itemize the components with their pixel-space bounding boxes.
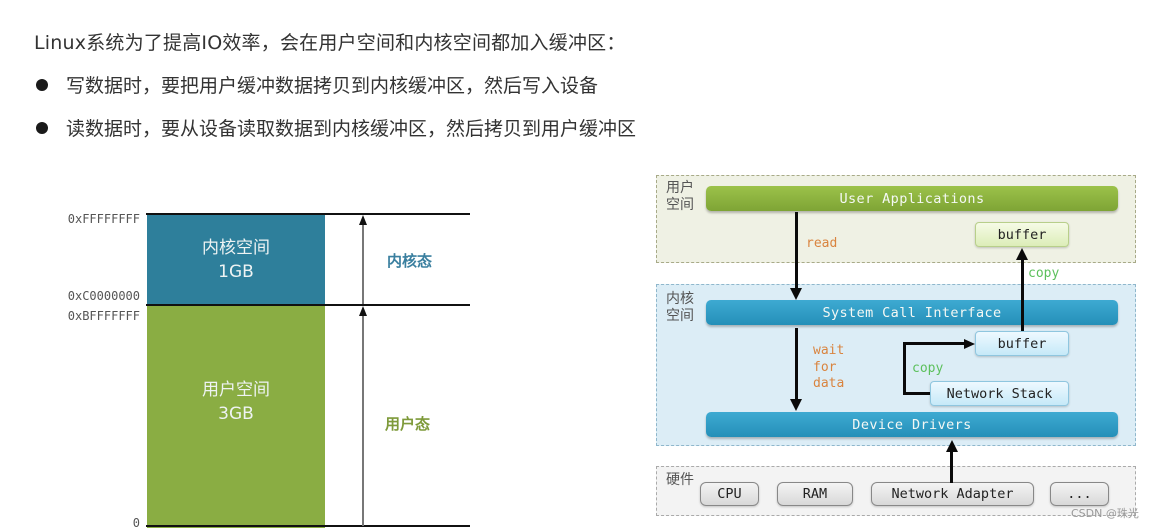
address-user-end: 0xBFFFFFFF [67,309,140,323]
arrow-down-icon [790,288,802,300]
user-applications-bar: User Applications [706,186,1118,211]
read-arrow-line [795,212,798,290]
bullet-icon [36,78,48,91]
hardware-ram: RAM [777,482,853,506]
arrow-up-icon [359,306,367,316]
adapter-arrow-line [950,450,953,483]
address-top: 0xFFFFFFFF [67,212,140,226]
bullet-text: 写数据时，要把用户缓冲数据拷贝到内核缓冲区，然后写入设备 [66,75,599,97]
user-mode-range-line [362,314,364,526]
bullet-write: 写数据时，要把用户缓冲数据拷贝到内核缓冲区，然后写入设备 [34,71,598,98]
copy-upper-label: copy [1028,266,1060,281]
copy-loop-bottom-line [903,392,930,395]
arrow-right-icon [964,338,975,349]
hardware-cpu: CPU [700,482,759,506]
arrow-down-icon [790,399,802,411]
user-space-size: 3GB [218,404,254,424]
kernel-mode-range-line [362,222,364,304]
arrow-up-icon [359,215,367,225]
read-label: read [806,236,838,251]
wait-for-data-label: wait for data [813,343,845,391]
address-kernel-start: 0xC0000000 [67,289,140,303]
wait-arrow-line [795,328,798,400]
intro-heading: Linux系统为了提高IO效率，会在用户空间和内核空间都加入缓冲区： [34,32,626,54]
boundary-line-bottom [146,525,470,527]
kernel-space-title: 内核空间 [202,237,270,258]
copy-loop-top-line [903,342,965,345]
hardware-zone-label: 硬件 [666,472,694,488]
kernel-space-zone-label: 内核 空间 [666,291,694,324]
bullet-read: 读数据时，要从设备读取数据到内核缓冲区，然后拷贝到用户缓冲区 [34,114,636,141]
hardware-network-adapter: Network Adapter [871,482,1034,506]
kernel-buffer-box: buffer [975,331,1069,356]
boundary-line-middle [146,304,470,306]
system-call-interface-bar: System Call Interface [706,300,1118,325]
device-drivers-bar: Device Drivers [706,412,1118,437]
boundary-line-top [146,213,470,215]
user-space-zone-label: 用户 空间 [666,180,694,213]
hardware-more: ... [1050,482,1109,506]
network-stack-box: Network Stack [930,381,1069,406]
user-buffer-box: buffer [975,222,1069,247]
address-bottom: 0 [132,516,140,528]
user-space-title: 用户空间 [202,380,270,400]
copy-lower-label: copy [912,361,944,376]
arrow-up-icon [945,440,958,452]
bullet-icon [36,121,48,134]
bullet-text: 读数据时，要从设备读取数据到内核缓冲区，然后拷贝到用户缓冲区 [66,118,637,140]
user-mode-label: 用户态 [385,415,431,433]
watermark: CSDN @珠光 [1071,507,1139,520]
copy-loop-vertical-line [903,342,906,395]
kernel-space-size: 1GB [218,261,254,282]
arrow-up-icon [1016,248,1028,260]
user-space-block: 用户空间 3GB [147,306,325,528]
kernel-mode-label: 内核态 [387,252,433,270]
kernel-space-block: 内核空间 1GB [147,214,325,305]
copy-up-arrow-line [1021,258,1024,331]
